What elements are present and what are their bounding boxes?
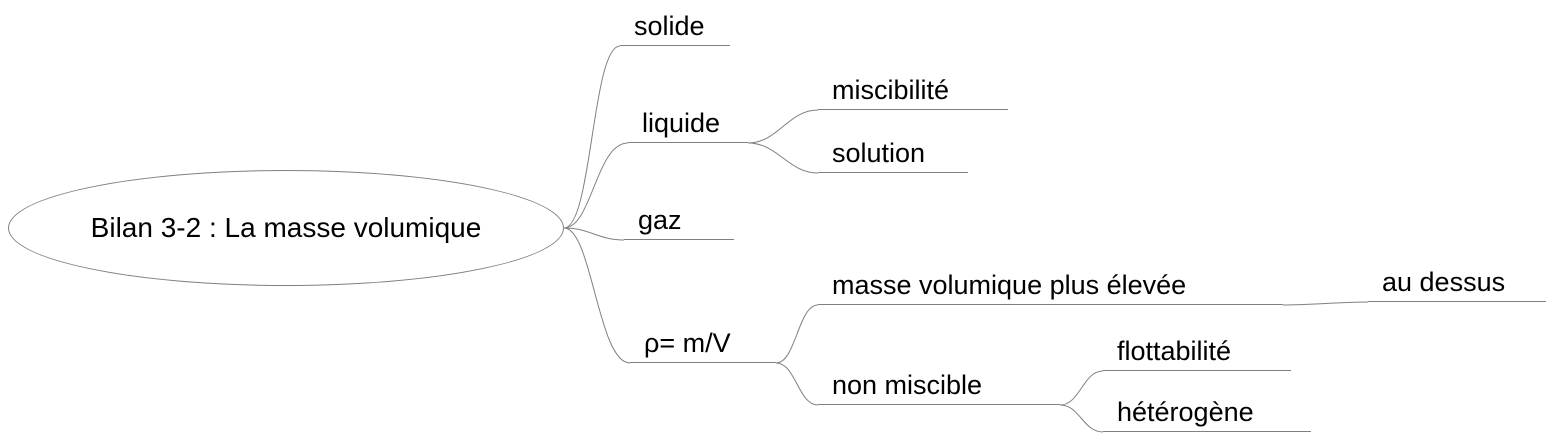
node-root[interactable]: Bilan 3-2 : La masse volumique <box>8 170 564 286</box>
node-au-dessus[interactable]: au dessus <box>1368 267 1546 302</box>
node-root-label: Bilan 3-2 : La masse volumique <box>90 212 482 243</box>
edge-root-solide <box>563 45 621 229</box>
edge-nonmiscible-flottabilite <box>1059 370 1104 406</box>
edge-nonmiscible-heterogene <box>1059 404 1104 433</box>
node-non-miscible[interactable]: non miscible <box>818 370 1060 405</box>
node-masse-volumique-plus-elevee[interactable]: masse volumique plus élevée <box>818 270 1283 305</box>
edge-liquide-solution <box>747 142 819 174</box>
edge-root-rho-formula <box>563 227 631 364</box>
edge-liquide-miscibilite <box>747 109 819 144</box>
edge-rho-masse-volumique <box>775 304 819 364</box>
edge-masse-au-dessus <box>1282 301 1369 306</box>
node-rho-formula[interactable]: ρ= m/V <box>630 328 776 363</box>
node-heterogene[interactable]: hétérogène <box>1103 397 1311 432</box>
node-solide[interactable]: solide <box>620 11 730 46</box>
node-liquide[interactable]: liquide <box>628 108 748 143</box>
edge-root-gaz <box>563 227 625 241</box>
node-solution[interactable]: solution <box>818 138 968 173</box>
node-miscibilite[interactable]: miscibilité <box>818 75 1008 110</box>
edge-root-liquide <box>563 142 629 229</box>
node-gaz[interactable]: gaz <box>624 205 734 240</box>
edge-rho-non-miscible <box>775 362 819 406</box>
node-flottabilite[interactable]: flottabilité <box>1103 336 1291 371</box>
